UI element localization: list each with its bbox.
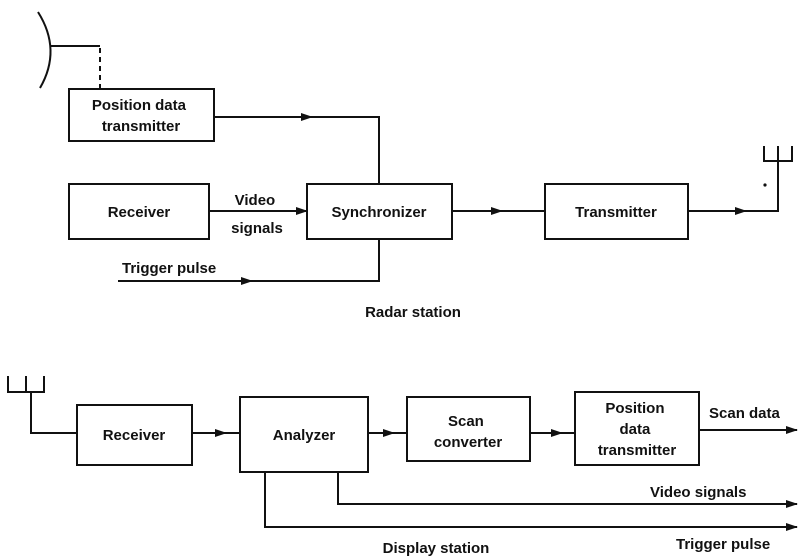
speck-dot (763, 183, 767, 187)
receiver-box: Receiver (76, 404, 193, 466)
scan-data-label: Scan data (709, 405, 781, 422)
antenna-icon (7, 376, 45, 393)
radar-station: Position data transmitter Receiver Synch… (37, 11, 793, 321)
svg-text:Transmitter: Transmitter (575, 204, 657, 221)
svg-text:Receiver: Receiver (103, 427, 166, 444)
video-signals-label: Video signals (650, 484, 746, 501)
svg-text:Scan converter: Scan converter (434, 413, 503, 451)
trigger-pulse-label: Trigger pulse (676, 536, 770, 553)
trigger-pulse-label: Trigger pulse (122, 260, 216, 277)
position-data-transmitter-box: Position data transmitter (68, 88, 215, 142)
display-station-title: Display station (383, 540, 490, 557)
radar-station-title: Radar station (365, 304, 461, 321)
transmitter-box: Transmitter (544, 183, 689, 240)
position-to-synchronizer-line (214, 116, 380, 184)
svg-text:Receiver: Receiver (108, 204, 171, 221)
video-signals-label: Video signals (231, 192, 283, 237)
svg-text:Position data: Position data transmitter (598, 400, 677, 459)
scan-converter-box: Scan converter (406, 396, 531, 462)
synchronizer-box: Synchronizer (306, 183, 453, 240)
svg-text:Synchronizer: Synchronizer (331, 204, 426, 221)
svg-text:Analyzer: Analyzer (273, 427, 336, 444)
svg-text:Position data transmit: Position data transmitter (92, 97, 190, 135)
antenna-icon (763, 146, 793, 162)
position-data-transmitter-box: Position data transmitter (574, 391, 700, 466)
receiver-box: Receiver (68, 183, 210, 240)
dish-antenna-icon (37, 11, 100, 89)
display-station: Receiver Analyzer Scan converter Positio… (7, 376, 798, 557)
antenna-to-receiver-line (30, 392, 77, 434)
analyzer-box: Analyzer (239, 396, 369, 473)
